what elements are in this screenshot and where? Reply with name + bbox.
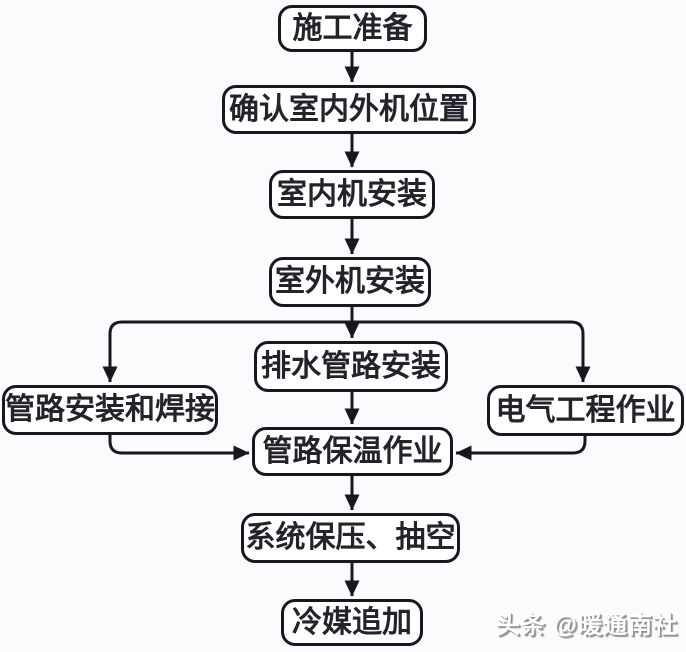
watermark: 头条 @暖通南社 [495, 612, 678, 639]
node-outdoor-install: 室外机安装 [269, 257, 431, 307]
node-insulation: 管路保温作业 [252, 427, 453, 476]
node-indoor-install: 室内机安装 [269, 170, 435, 219]
node-refrigerant: 冷媒追加 [281, 599, 423, 646]
connector-pipeweld-insulation [108, 435, 250, 461]
node-pipe-weld: 管路安装和焊接 [2, 385, 218, 435]
node-drain-pipe: 排水管路安装 [254, 341, 448, 392]
node-confirm-position: 确认室内外机位置 [222, 85, 476, 134]
connector-electrical-insulation [455, 436, 587, 461]
node-electrical: 电气工程作业 [487, 385, 684, 436]
node-prep: 施工准备 [278, 5, 427, 52]
node-pressure-vacuum: 系统保压、抽空 [241, 513, 460, 563]
